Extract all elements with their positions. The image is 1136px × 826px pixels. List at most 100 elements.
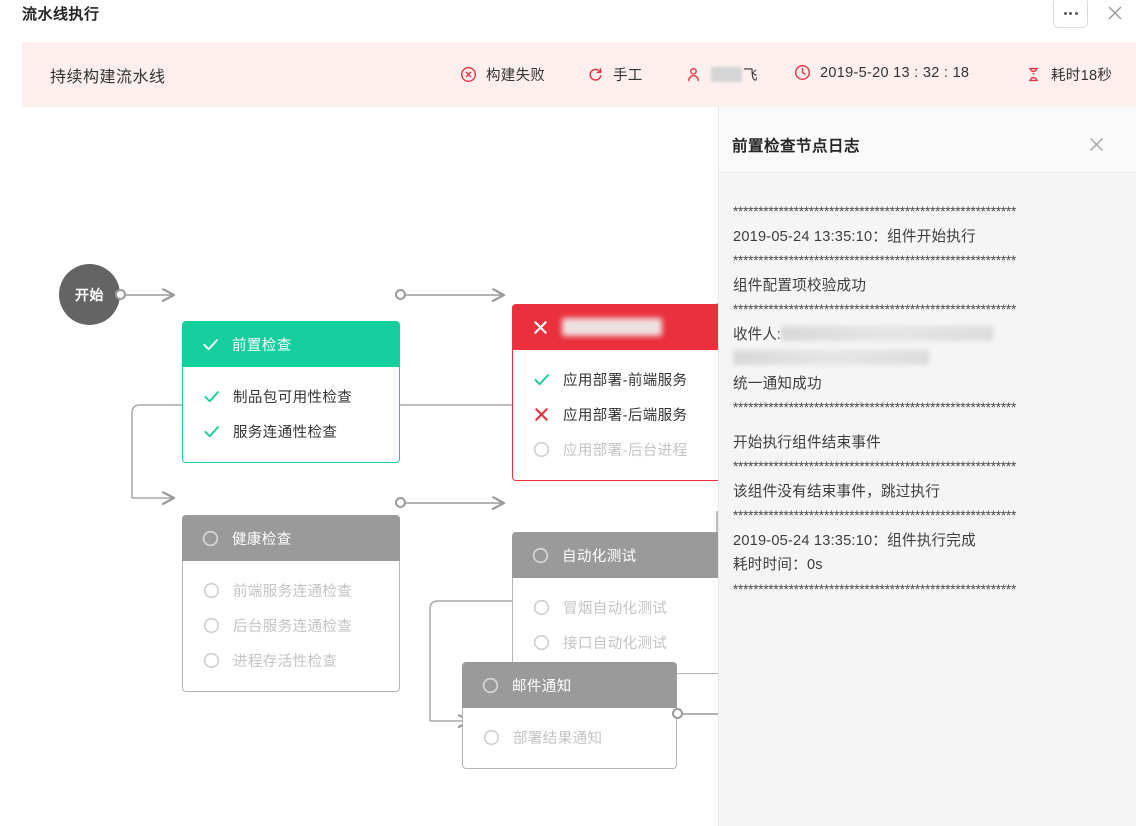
task-row[interactable]: 服务连通性检查 [183,414,399,449]
close-icon [1089,137,1104,152]
log-separator: ****************************************… [733,459,1017,474]
clock-icon [795,65,810,80]
circle-pending-icon [533,441,550,458]
task-label: 后台服务连通检查 [233,619,353,635]
task-label: 应用部署-后端服务 [563,408,688,424]
task-row[interactable]: 进程存活性检查 [183,643,399,678]
stage-header-app-deploy[interactable] [512,304,730,350]
ellipsis-icon [1063,11,1078,15]
log-panel-header: 前置检查节点日志 [719,107,1136,173]
task-label: 应用部署-后台进程 [563,443,688,459]
task-label: 应用部署-前端服务 [563,373,688,389]
circle-pending-icon [533,599,550,616]
stage-title: 自动化测试 [562,548,637,565]
build-time-label: 2019-5-20 13 : 32 : 18 [820,64,970,81]
log-panel-close-button[interactable] [1086,134,1107,155]
log-recipients-line [733,347,1121,372]
task-row[interactable]: 前端服务连通检查 [183,573,399,608]
trigger-user: 飞 [685,64,758,85]
circle-x-icon [461,67,476,82]
task-label: 进程存活性检查 [233,654,338,670]
cross-icon [534,320,547,334]
stage-card-health-check[interactable]: 健康检查 前端服务连通检查 后台服务连通检查 [182,515,400,692]
stage-header-pre-check[interactable]: 前置检查 [182,321,400,367]
node-log-panel: 前置检查节点日志 *******************************… [718,107,1136,826]
stage-header-mail-notify[interactable]: 邮件通知 [462,662,677,708]
log-line: 组件配置项校验成功 [733,277,867,294]
task-label: 接口自动化测试 [563,636,668,652]
log-panel-title: 前置检查节点日志 [732,138,861,155]
log-separator: ****************************************… [733,581,1017,597]
stage-header-auto-test[interactable]: 自动化测试 [512,532,730,578]
task-row[interactable]: 后台服务连通检查 [183,608,399,643]
task-label: 前端服务连通检查 [233,584,353,600]
trigger-type: 手工 [587,64,643,85]
task-label: 制品包可用性检查 [233,390,353,406]
trigger-type-label: 手工 [613,68,643,84]
task-label: 服务连通性检查 [233,425,338,441]
check-icon [203,338,218,350]
circle-pending-icon [533,634,550,651]
pipeline-name: 持续构建流水线 [50,69,166,86]
stage-card-mail-notify[interactable]: 邮件通知 部署结果通知 [462,662,677,769]
stage-card-pre-check[interactable]: 前置检查 制品包可用性检查 服务连通性检查 [182,321,400,463]
trigger-user-label: 飞 [711,64,758,85]
cross-icon [535,408,548,421]
circle-pending-icon [203,652,220,669]
circle-pending-icon [483,729,500,746]
graph-start-node[interactable]: 开始 [59,264,120,325]
stage-out-port-pre-check[interactable] [395,289,406,300]
task-row[interactable]: 应用部署-后端服务 [513,397,729,432]
task-row[interactable]: 冒烟自动化测试 [513,590,729,625]
log-line: 耗时时间：0s [733,557,823,573]
stage-card-auto-test[interactable]: 自动化测试 冒烟自动化测试 接口自动化测试 [512,532,730,674]
log-line: 开始执行组件结束事件 [733,434,881,451]
build-duration-label: 耗时18秒 [1051,68,1113,84]
task-row[interactable]: 接口自动化测试 [513,625,729,660]
window-close-button[interactable] [1104,2,1126,24]
task-label: 部署结果通知 [513,731,603,747]
stage-title: 邮件通知 [512,678,572,695]
task-label: 冒烟自动化测试 [563,601,668,617]
trigger-user-suffix: 飞 [743,68,758,84]
graph-start-label: 开始 [75,286,104,303]
refresh-icon [589,68,602,81]
stage-body-app-deploy: 应用部署-前端服务 应用部署-后端服务 应用部署-后台进程 [512,350,730,481]
build-duration: 耗时18秒 [1025,64,1112,85]
user-icon [688,67,699,82]
stage-body-auto-test: 冒烟自动化测试 接口自动化测试 [512,578,730,674]
log-line: 2019-05-24 13:35:10：组件执行完成 [733,532,976,549]
hourglass-icon [1028,67,1039,82]
task-row[interactable]: 制品包可用性检查 [183,379,399,414]
stage-body-mail-notify: 部署结果通知 [462,708,677,769]
task-row[interactable]: 应用部署-后台进程 [513,432,729,467]
stage-header-health-check[interactable]: 健康检查 [182,515,400,561]
check-icon [534,374,549,386]
log-recipients-line: 收件人: [733,323,1121,348]
task-row[interactable]: 应用部署-前端服务 [513,362,729,397]
start-node-out-port[interactable] [115,289,126,300]
circle-pending-icon [532,547,549,563]
log-separator: ****************************************… [733,253,1017,268]
stage-card-app-deploy[interactable]: 应用部署-前端服务 应用部署-后端服务 应用部署-后台进程 [512,304,730,481]
more-options-button[interactable] [1053,0,1088,28]
circle-pending-icon [482,677,499,693]
check-icon [204,426,219,438]
log-recipients-prefix: 收件人: [733,326,781,343]
log-panel-body[interactable]: ****************************************… [719,173,1136,826]
stage-title-redacted [562,318,662,336]
stage-out-port-mail-notify[interactable] [672,708,683,719]
page-title: 流水线执行 [22,6,100,23]
task-row[interactable]: 部署结果通知 [463,720,676,755]
log-separator: ****************************************… [733,400,1017,415]
log-line: 该组件没有结束事件，跳过执行 [733,483,941,500]
stage-title: 健康检查 [232,531,292,548]
pipeline-graph: 开始 前置检查 制品包可用性检查 [22,107,1136,826]
stage-out-port-health-check[interactable] [395,497,406,508]
circle-pending-icon [203,582,220,599]
log-separator: ****************************************… [733,508,1017,523]
build-status: 构建失败 [460,64,545,85]
close-icon [1108,6,1122,20]
log-line: 统一通知成功 [733,375,822,392]
